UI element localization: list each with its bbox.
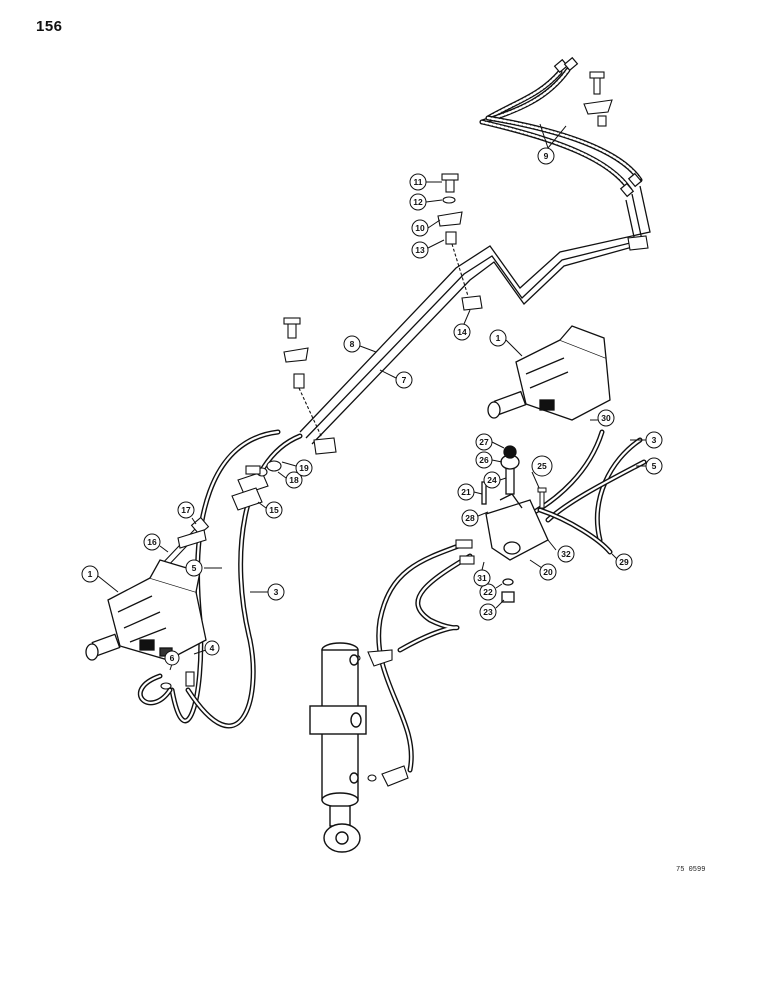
svg-text:18: 18 (289, 475, 299, 485)
svg-text:1: 1 (88, 569, 93, 579)
svg-text:32: 32 (561, 549, 571, 559)
left-control-valve (85, 559, 207, 661)
svg-text:23: 23 (483, 607, 493, 617)
callout-29: 29 (611, 553, 633, 571)
svg-text:14: 14 (457, 327, 467, 337)
svg-text:22: 22 (483, 587, 493, 597)
svg-text:25: 25 (537, 461, 547, 471)
svg-text:7: 7 (402, 375, 407, 385)
callout-10: 10 (411, 219, 441, 237)
hose-end-fittings (553, 56, 643, 198)
callout-22: 22 (479, 583, 503, 601)
svg-text:4: 4 (210, 643, 215, 653)
svg-text:28: 28 (465, 513, 475, 523)
svg-text:15: 15 (269, 505, 279, 515)
callout-1-right: 1 (489, 329, 523, 357)
svg-text:26: 26 (479, 455, 489, 465)
svg-text:31: 31 (477, 573, 487, 583)
callout-14: 14 (453, 309, 471, 341)
callout-5-left: 5 (185, 559, 222, 577)
svg-text:13: 13 (415, 245, 425, 255)
callout-24: 24 (483, 471, 507, 489)
callout-25-pin: 25 (531, 455, 553, 509)
callout-4: 4 (193, 640, 220, 656)
drawing-code: 75 0599 (676, 866, 706, 874)
callout-15: 15 (257, 501, 283, 519)
svg-text:16: 16 (147, 537, 157, 547)
clamp-assembly-left (283, 317, 337, 455)
bolt-spacer-left (159, 516, 210, 571)
svg-text:17: 17 (181, 505, 191, 515)
svg-text:5: 5 (192, 563, 197, 573)
svg-text:12: 12 (413, 197, 423, 207)
clamp-assembly-top (583, 71, 649, 251)
svg-text:6: 6 (170, 653, 175, 663)
hoses-cylinder (376, 541, 473, 773)
svg-text:10: 10 (415, 223, 425, 233)
svg-text:30: 30 (601, 413, 611, 423)
callout-3-right: 3 (630, 431, 663, 449)
callout-32: 32 (547, 539, 575, 563)
callout-23: 23 (479, 599, 505, 621)
callout-9: 9 (537, 123, 567, 165)
callout-21: 21 (457, 483, 483, 501)
callout-31: 31 (473, 561, 491, 587)
hose-bundle (479, 67, 643, 193)
callout-8: 8 (343, 335, 377, 353)
clamp-assembly-center (437, 173, 483, 311)
fittings-left-valve (160, 671, 195, 690)
callout-19: 19 (281, 459, 313, 477)
svg-text:5: 5 (652, 461, 657, 471)
callout-7: 7 (379, 369, 413, 389)
callout-17: 17 (177, 501, 197, 525)
svg-text:29: 29 (619, 557, 629, 567)
svg-text:9: 9 (544, 151, 549, 161)
callout-3-left: 3 (250, 583, 285, 601)
callout-26: 26 (475, 451, 503, 469)
svg-text:20: 20 (543, 567, 553, 577)
callout-12: 12 (409, 193, 443, 211)
hose-clamps-left (231, 460, 282, 511)
callout-5-right: 5 (636, 457, 663, 475)
callout-28: 28 (461, 509, 489, 527)
svg-text:24: 24 (487, 475, 497, 485)
svg-text:21: 21 (461, 487, 471, 497)
callout-1-left: 1 (81, 565, 119, 593)
svg-text:8: 8 (350, 339, 355, 349)
svg-text:3: 3 (652, 435, 657, 445)
callout-30: 30 (590, 409, 615, 427)
svg-text:27: 27 (479, 437, 489, 447)
callout-27: 27 (475, 433, 505, 451)
svg-text:11: 11 (414, 177, 423, 187)
callout-11: 11 (409, 173, 442, 191)
right-control-valve (487, 325, 611, 421)
callout-18: 18 (277, 471, 303, 489)
page-number: 156 (36, 18, 63, 35)
hoses-right (517, 429, 647, 555)
callout-16: 16 (143, 533, 169, 553)
valve-body-lower (481, 445, 549, 603)
svg-text:19: 19 (299, 463, 309, 473)
svg-text:1: 1 (496, 333, 501, 343)
callout-layer: 1 1 3 3 4 5 5 6 (81, 123, 663, 671)
svg-text:3: 3 (274, 587, 279, 597)
hydraulic-cylinder (309, 642, 367, 853)
callout-20: 20 (529, 559, 557, 581)
callout-13: 13 (411, 239, 445, 259)
callout-6: 6 (164, 650, 180, 671)
